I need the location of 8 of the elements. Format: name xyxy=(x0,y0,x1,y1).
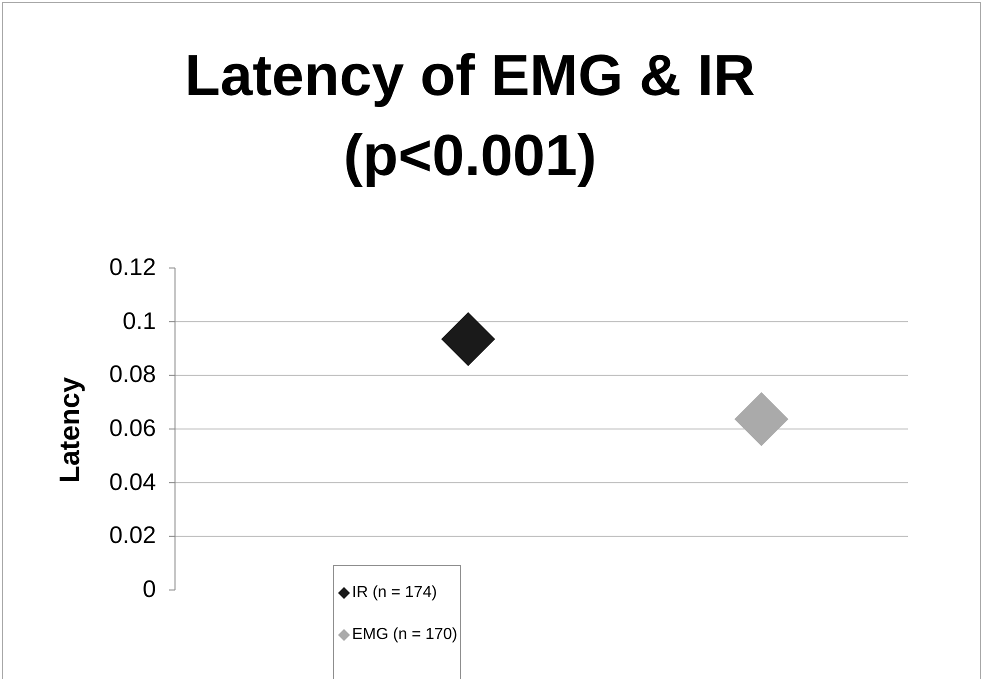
legend-label: EMG (n = 170) xyxy=(352,626,458,644)
legend-label: IR (n = 174) xyxy=(352,584,437,602)
y-tick-label: 0 xyxy=(142,576,156,604)
y-tick-label: 0.12 xyxy=(108,254,156,282)
y-tick-label: 0.1 xyxy=(122,308,156,336)
y-tick-label: 0.02 xyxy=(108,522,156,550)
chart-title: Latency of EMG & IR (p<0.001) xyxy=(184,42,756,190)
y-axis-title: Latency xyxy=(54,377,86,483)
